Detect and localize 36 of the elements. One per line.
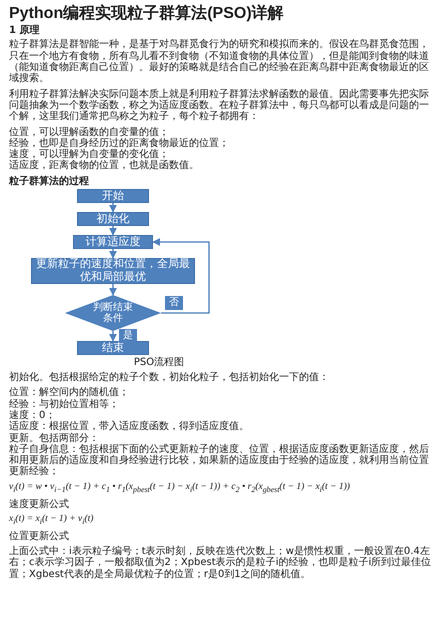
formula: v$_{i}$(t) = w • v$_{i−1}$(t − 1) + c$_{1}$ • r$_{1}$(x$_{pbest}$(t − 1) − x$_{i}$(t − 1)) + c$_{2}$ • r$_{2}$(x$_{gbest}$(t − 1) − x$_{i}$(t − 1))	[9, 482, 351, 495]
decision-diamond: 判断结束条件	[65, 295, 161, 332]
paragraph: 位置：解空间内的随机值；	[9, 387, 130, 398]
arrow	[109, 284, 117, 296]
paragraph: 粒子群算法是群智能一种，是基于对鸟群觅食行为的研究和模拟而来的。假设在鸟群觅食范围，只在一个地方有食物，所有鸟儿看不到食物（不知道食物的具体位置），但是能闻到食物的味道（能知道食物距离自己位置）。最好的策略就是结合自己的经验在距离鸟群中距离食物最近的区域搜索。	[9, 39, 430, 85]
paragraph: 适应度：根据位置，带入适应度函数，得到适应度值。	[9, 421, 250, 432]
paragraph: 经验，也即是自身经历过的距离食物最近的位置；	[9, 138, 230, 149]
paragraph: 利用粒子群算法解决实际问题本质上就是利用粒子群算法求解函数的最值。因此需要事先把实际问题抽象为一个数学函数，称之为适应度函数。在粒子群算法中，每只鸟都可以看成是问题的一个解，这里我们通常把鸟称之为粒子，每个粒子都拥有：	[9, 88, 430, 123]
paragraph: 上面公式中：i表示粒子编号；t表示时刻，反映在迭代次数上；w是惯性权重，一般设置在0.4左右；c表示学习因子，一般都取值为2；Xpbest表示的是粒子i的经验，也即是粒子i所到过最佳位置；Xgbest代表的是全局最优粒子的位置；r是0到1之间的随机值。	[9, 546, 432, 580]
process-box: 更新粒子的速度和位置，全局最优和局部最优	[31, 258, 195, 284]
figure-caption: PSO流程图	[132, 356, 186, 370]
page-title: Python编程实现粒子群算法(PSO)详解	[9, 4, 285, 24]
arrow	[109, 331, 117, 342]
paragraph: 位置，可以理解函数的自变量的值；	[9, 126, 170, 138]
formula: x$_{i}$(t) = x$_{i}$(t − 1) + v$_{i}$(t)	[9, 514, 94, 527]
section-heading: 1 原理	[9, 25, 40, 36]
arrow	[109, 226, 117, 236]
arrow	[152, 238, 210, 314]
edge-label: 是	[119, 329, 137, 344]
edge-label: 否	[165, 296, 183, 310]
process-box: 初始化	[77, 212, 149, 226]
paragraph: 适应度，距离食物的位置，也就是函数值。	[9, 160, 200, 172]
paragraph: 经验：与初始位置相等；	[9, 398, 120, 410]
process-box: 开始	[77, 189, 149, 204]
paragraph: 速度更新公式	[9, 498, 70, 510]
paragraph: 位置更新公式	[9, 530, 70, 542]
arrow	[109, 249, 117, 259]
arrow	[109, 203, 117, 213]
paragraph: 更新。包括两部分：	[9, 432, 99, 444]
paragraph: 粒子自身信息：包括根据下面的公式更新粒子的速度、位置，根据适应度函数更新适应度，然后和用更新后的适应度和自身经验进行比较，如果新的适应度由于经验的适应度，就利用当前位置更新经验；	[9, 444, 430, 478]
paragraph: 速度：0；	[9, 410, 56, 421]
paragraph: 速度，可以理解为自变量的变化值；	[9, 149, 169, 160]
process-box: 计算适应度	[73, 235, 153, 250]
process-box: 结束	[77, 341, 149, 356]
section-heading: 粒子群算法的过程	[9, 176, 90, 188]
paragraph: 初始化。包括根据给定的粒子个数，初始化粒子，包括初始化一下的值：	[9, 372, 330, 384]
